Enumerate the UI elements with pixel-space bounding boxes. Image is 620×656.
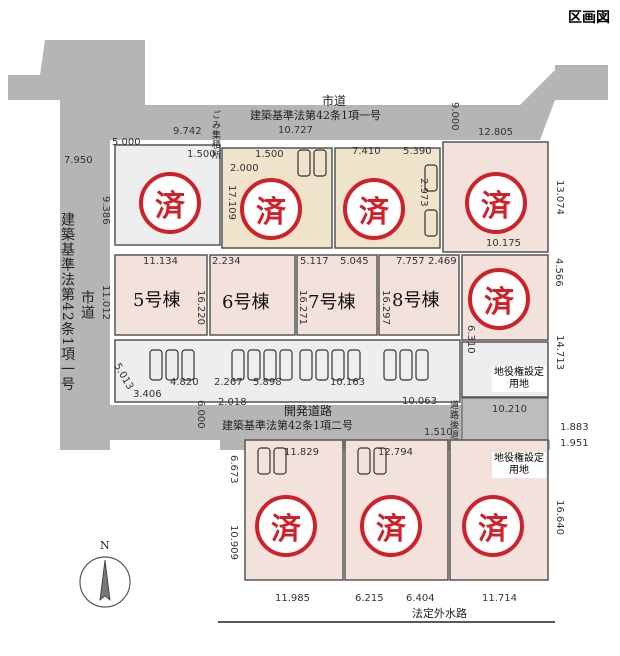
dim-9386: 9.386 (100, 196, 111, 225)
dim-16220: 16.220 (195, 290, 206, 325)
dim-10727: 10.727 (278, 125, 313, 136)
dim-16640: 16.640 (554, 500, 565, 535)
dim-11985: 11.985 (275, 593, 310, 604)
dim-11829: 11.829 (284, 447, 319, 458)
sold-mark-lot-2: 済 (240, 178, 302, 240)
dim-7757: 7.757 (396, 256, 425, 267)
road-city-top (8, 40, 608, 175)
dev-road-name: 開発道路 (284, 404, 333, 418)
dim-5045: 5.045 (340, 256, 369, 267)
dim-10210: 10.210 (492, 404, 527, 415)
road-development (110, 405, 470, 440)
dim-11012: 11.012 (100, 285, 111, 320)
dim-14713: 14.713 (554, 335, 565, 370)
dim-2000: 2.000 (230, 163, 259, 174)
dim-6000: 6.000 (195, 400, 206, 429)
page-title: 区画図 (568, 10, 610, 26)
dim-2973: 2.973 (418, 178, 429, 207)
dim-12805: 12.805 (478, 127, 513, 138)
easement-label-lower: 地役権設定用地 (492, 452, 546, 478)
dim-17109: 17.109 (226, 185, 237, 220)
dim-1500-b: 1.500 (255, 149, 284, 160)
dim-10175: 10.175 (486, 238, 521, 249)
dim-12794: 12.794 (378, 447, 413, 458)
left-road-law: 建築基準法第42条1項一号 (59, 212, 75, 392)
lot-7 (296, 254, 378, 336)
sold-mark-lot-9: 済 (468, 268, 530, 330)
dim-2469: 2.469 (428, 256, 457, 267)
lot-6 (209, 254, 296, 336)
dim-2234: 2.234 (212, 256, 241, 267)
dim-3406: 3.406 (133, 389, 162, 400)
dim-16271: 16.271 (297, 290, 308, 325)
water-channel-name: 法定外水路 (412, 607, 467, 620)
lot-8 (378, 254, 460, 336)
compass-north-label: N (100, 539, 110, 552)
house-7-label: 7号棟 (308, 292, 356, 313)
left-road-name: 市道 (79, 290, 95, 320)
dim-10909: 10.909 (228, 525, 239, 560)
sold-mark-lot-3: 済 (343, 178, 405, 240)
road-city-left (60, 170, 110, 450)
dim-1500-a: 1.500 (187, 149, 216, 160)
parking-row (114, 339, 461, 403)
dim-9000: 9.000 (449, 102, 460, 131)
house-5-label: 5号棟 (133, 290, 181, 311)
top-road-name: 市道 (322, 94, 347, 108)
dim-10163: 10.163 (330, 377, 365, 388)
dim-6310: 6.310 (465, 325, 476, 354)
easement-area (461, 397, 549, 441)
dim-1951: 1.951 (560, 438, 589, 449)
dim-5390: 5.390 (403, 146, 432, 157)
dim-1883: 1.883 (560, 422, 589, 433)
dev-road-law: 建築基準法第42条1項二号 (222, 419, 353, 432)
sold-mark-lot-4: 済 (465, 172, 527, 234)
dim-7950: 7.950 (64, 155, 93, 166)
sold-mark-lot-10: 済 (255, 495, 317, 557)
dim-6673: 6.673 (228, 455, 239, 484)
sold-mark-lot-12: 済 (462, 495, 524, 557)
garbage-station-label: ごみ集積所 (210, 110, 220, 160)
compass-needle-icon (99, 559, 111, 601)
sold-mark-lot-1: 済 (139, 172, 201, 234)
dim-11134: 11.134 (143, 256, 178, 267)
dim-2018: 2.018 (218, 397, 247, 408)
dim-6404: 6.404 (406, 593, 435, 604)
house-8-label: 8号棟 (392, 290, 440, 311)
dim-4820: 4.820 (170, 377, 199, 388)
dim-4566: 4.566 (553, 258, 564, 287)
car-outlines (149, 149, 438, 475)
lot-5 (114, 254, 208, 336)
dim-7410: 7.410 (352, 146, 381, 157)
sold-mark-lot-11: 済 (360, 495, 422, 557)
easement-label-upper: 地役権設定用地 (492, 366, 546, 392)
dim-9742: 9.742 (173, 126, 202, 137)
top-road-law: 建築基準法第42条1項一号 (250, 109, 381, 122)
dim-13074: 13.074 (554, 180, 565, 215)
dim-5898: 5.898 (253, 377, 282, 388)
dim-6215: 6.215 (355, 593, 384, 604)
house-6-label: 6号棟 (222, 292, 270, 313)
dim-16297: 16.297 (380, 290, 391, 325)
dim-5117: 5.117 (300, 256, 329, 267)
path-label: 道路後退 (448, 400, 458, 440)
dim-1510: 1.510 (424, 427, 453, 438)
dim-11714: 11.714 (482, 593, 517, 604)
dim-10063: 10.063 (402, 396, 437, 407)
dim-5000: 5.000 (112, 137, 141, 148)
dim-2267: 2.267 (214, 377, 243, 388)
